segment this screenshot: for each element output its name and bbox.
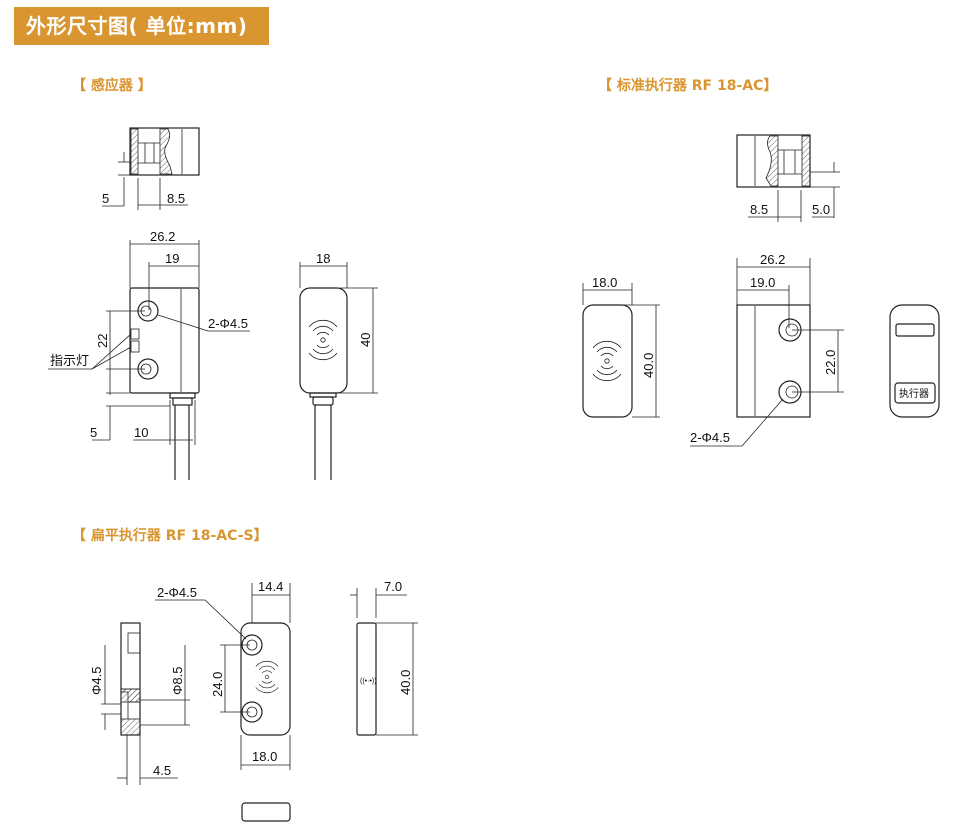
- dim-label: 2-Φ4.5: [208, 316, 248, 331]
- dim-label: 14.4: [258, 579, 283, 594]
- standard-actuator-front-view: 26.2 19.0 22.0 2-Φ4.5: [690, 252, 844, 447]
- dim-label: 22.0: [823, 350, 838, 375]
- indicator-label: 指示灯: [50, 353, 89, 368]
- dim-label: 10: [134, 425, 148, 440]
- dim-label: 24.0: [210, 672, 225, 697]
- dim-label: 2-Φ4.5: [157, 585, 197, 600]
- section-title-standard-actuator: 【 标准执行器 RF 18-AC】: [598, 78, 778, 94]
- section-title-flat-actuator: 【 扁平执行器 RF 18-AC-S】: [72, 528, 268, 544]
- sensor-side-view: 18 40: [299, 251, 378, 480]
- dim-label: 40: [358, 333, 373, 347]
- dim-label: 5: [102, 191, 109, 206]
- dim-label: 40.0: [398, 670, 413, 695]
- dim-label: 8.5: [167, 191, 185, 206]
- dim-label: 8.5: [750, 202, 768, 217]
- standard-actuator-top-view: 8.5 5.0: [736, 134, 840, 222]
- dim-label: Φ4.5: [89, 667, 104, 695]
- rfid-wave-icon: [255, 660, 279, 694]
- dim-label: 18: [316, 251, 330, 266]
- dim-label: Φ8.5: [170, 667, 185, 695]
- rfid-wave-icon: [308, 319, 338, 361]
- dim-label: 2-Φ4.5: [690, 430, 730, 445]
- page-title: 外形尺寸图( 单位:mm): [14, 7, 269, 45]
- dim-label: 22: [95, 334, 110, 348]
- sensor-front-view: 26.2 19 2-Φ4.5 22 指示灯 5 10: [48, 229, 250, 480]
- section-title-sensor: 【 感应器 】: [72, 78, 152, 94]
- actuator-tag: 执行器: [899, 387, 929, 400]
- dim-label: 18.0: [252, 749, 277, 764]
- standard-actuator-right-view: 执行器: [889, 304, 940, 418]
- flat-actuator-side-view: Φ4.5 Φ8.5 4.5: [89, 622, 190, 785]
- rfid-wave-icon: ((•·•)): [360, 678, 377, 685]
- dim-label: 5.0: [812, 202, 830, 217]
- dim-label: 19.0: [750, 275, 775, 290]
- flat-actuator-edge-view: ((•·•)) 7.0 40.0: [350, 579, 418, 736]
- rfid-wave-icon: [592, 340, 622, 382]
- dim-label: 4.5: [153, 763, 171, 778]
- dim-label: 5: [90, 425, 97, 440]
- dim-label: 18.0: [592, 275, 617, 290]
- sensor-top-view: 5 8.5: [102, 127, 200, 210]
- dim-label: 19: [165, 251, 179, 266]
- dim-label: 7.0: [384, 579, 402, 594]
- dim-label: 26.2: [760, 252, 785, 267]
- standard-actuator-left-view: 18.0 40.0: [582, 275, 660, 418]
- flat-actuator-front-view: 14.4 2-Φ4.5 24.0 18.0: [155, 579, 291, 822]
- dim-label: 40.0: [641, 353, 656, 378]
- dim-label: 26.2: [150, 229, 175, 244]
